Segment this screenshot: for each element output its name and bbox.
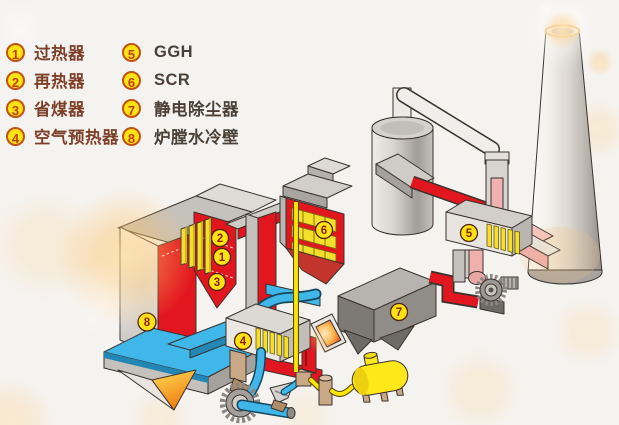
legend-column-2: 5 GGH 6 SCR 7 静电除尘器 8 炉膛水冷壁 xyxy=(122,38,239,150)
legend-item-esp: 7 静电除尘器 xyxy=(122,94,239,122)
svg-text:1: 1 xyxy=(219,252,226,264)
legend-item-air-preheater: 4 空气预热器 xyxy=(6,122,119,150)
badge-7: 7 xyxy=(389,302,409,322)
legend-badge: 7 xyxy=(122,98,141,118)
scr-reactor xyxy=(279,157,353,285)
esp-hopper xyxy=(343,329,373,355)
electrostatic-precipitator xyxy=(337,267,437,355)
badge-3: 3 xyxy=(207,272,227,292)
legend-item-scr: 6 SCR xyxy=(122,66,239,94)
air-preheater xyxy=(225,303,311,363)
legend-label: 省煤器 xyxy=(34,101,85,119)
induced-draft-fan xyxy=(428,249,519,315)
svg-text:6: 6 xyxy=(321,225,327,237)
legend-item-economizer: 3 省煤器 xyxy=(6,94,119,122)
svg-text:2: 2 xyxy=(217,233,223,245)
legend-badge: 4 xyxy=(6,126,25,146)
legend-badge: 2 xyxy=(6,70,25,90)
legend-badge: 8 xyxy=(122,126,141,146)
legend-label: 炉膛水冷壁 xyxy=(154,129,239,147)
badge-2: 2 xyxy=(210,228,230,248)
svg-text:7: 7 xyxy=(396,307,402,319)
legend-column-1: 1 过热器 2 再热器 3 省煤器 4 空气预热器 xyxy=(6,38,119,150)
svg-text:4: 4 xyxy=(240,336,247,348)
legend-label: SCR xyxy=(154,70,191,89)
badge-5: 5 xyxy=(459,223,479,243)
forced-draft-fan xyxy=(219,347,296,424)
badge-1: 1 xyxy=(212,247,232,267)
legend-label: GGH xyxy=(154,42,194,61)
foreground-bokeh xyxy=(0,0,600,425)
ggh-heating-elements xyxy=(486,223,520,255)
legend-label: 过热器 xyxy=(34,45,85,63)
legend-label: 再热器 xyxy=(34,73,85,91)
legend-label: 静电除尘器 xyxy=(154,101,239,119)
fan-gear-teeth xyxy=(475,274,507,306)
legend-badge: 5 xyxy=(122,42,141,62)
legend-badge: 1 xyxy=(6,42,25,62)
legend-badge: 6 xyxy=(122,70,141,90)
esp-outlet-duct xyxy=(428,272,479,307)
svg-text:3: 3 xyxy=(214,277,220,289)
badge-6: 6 xyxy=(314,220,334,240)
legend-item-superheater: 1 过热器 xyxy=(6,38,119,66)
badge-4: 4 xyxy=(233,331,253,351)
diagram-badges: 2 1 3 8 4 6 5 xyxy=(137,220,479,351)
legend-item-reheater: 2 再热器 xyxy=(6,66,119,94)
esp-hopper xyxy=(379,325,415,351)
legend-item-ggh: 5 GGH xyxy=(122,38,239,66)
svg-text:5: 5 xyxy=(466,228,473,240)
legend-item-waterwall: 8 炉膛水冷壁 xyxy=(122,122,239,150)
legend-label: 空气预热器 xyxy=(34,129,119,147)
storage-tank xyxy=(351,351,409,403)
injection-skid xyxy=(295,368,355,406)
legend-badge: 3 xyxy=(6,98,25,118)
fan-shaft xyxy=(500,276,519,290)
